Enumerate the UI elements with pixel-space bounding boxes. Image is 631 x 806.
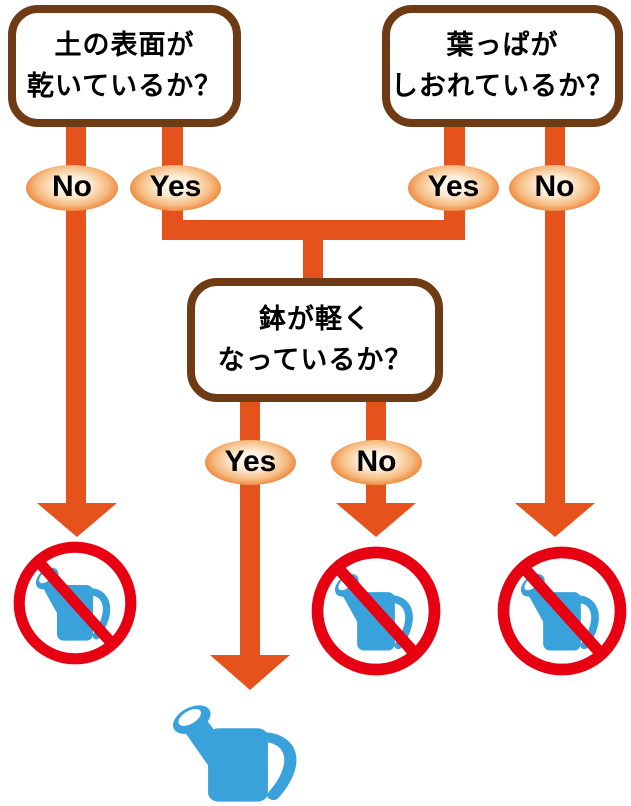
connector-merge-bar (162, 220, 465, 240)
question-box-pot: 鉢が軽く なっているか？ (187, 278, 443, 402)
question-pot-line1: 鉢が軽く (259, 303, 371, 334)
connector-leaves-no-line (545, 122, 565, 505)
no-watering-icon (13, 541, 137, 665)
question-leaves-line1: 葉っぱが (446, 29, 559, 60)
no-watering-icon (311, 546, 441, 676)
arrowhead-pot-yes (210, 655, 290, 690)
connector-pot-yes-line (240, 400, 260, 658)
branch-label-soil-no: No (26, 165, 118, 211)
question-box-soil: 土の表面が 乾いているか？ (8, 5, 241, 127)
branch-label-pot-no: No (331, 440, 422, 485)
no-watering-icon (497, 546, 627, 676)
question-soil-line2: 乾いているか？ (26, 71, 223, 101)
question-box-leaves: 葉っぱが しおれているか？ (382, 5, 623, 127)
branch-label-text: No (356, 444, 397, 478)
branch-label-pot-yes: Yes (205, 440, 296, 485)
arrowhead-pot-no (336, 503, 416, 537)
branch-label-text: No (534, 170, 575, 203)
connector-merge-drop (303, 238, 323, 282)
question-leaves-line2: しおれているか？ (390, 71, 615, 101)
branch-label-leaves-yes: Yes (408, 165, 499, 211)
connector-soil-no-line (66, 122, 86, 505)
arrowhead-leaves-no (515, 503, 595, 537)
branch-label-leaves-no: No (509, 165, 600, 211)
branch-label-soil-yes: Yes (130, 165, 221, 211)
branch-label-text: No (52, 170, 92, 203)
branch-label-text: Yes (224, 444, 277, 478)
branch-label-text: Yes (427, 170, 480, 203)
branch-label-text: Yes (149, 170, 202, 203)
question-pot-line2: なっているか？ (217, 345, 413, 375)
question-soil-line1: 土の表面が (54, 29, 195, 60)
watering-can-icon (170, 698, 306, 806)
arrowhead-soil-no (37, 503, 117, 537)
